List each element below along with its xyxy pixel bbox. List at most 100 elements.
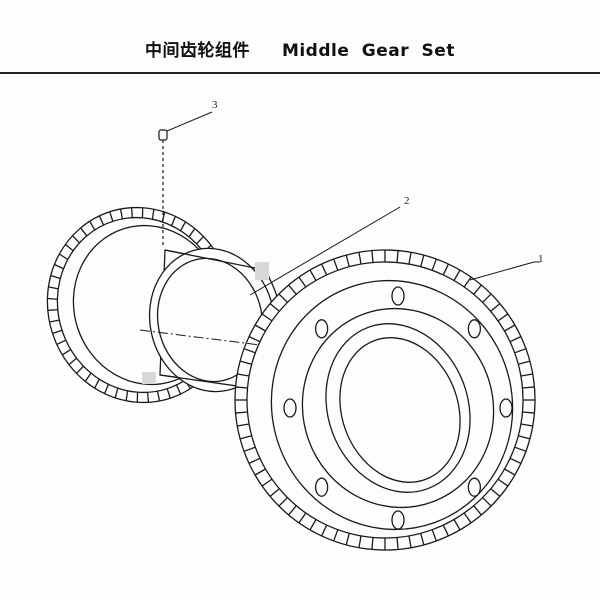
gear-tooth <box>504 324 516 332</box>
gear-tooth <box>473 284 482 295</box>
header-divider <box>0 72 600 74</box>
gear-tooth <box>76 365 84 374</box>
gear-tooth <box>109 211 114 223</box>
gear-tooth <box>151 209 155 220</box>
gear-tooth <box>522 386 535 389</box>
gear-tooth <box>321 524 328 537</box>
gear-tooth <box>104 383 110 394</box>
gear-tooth <box>298 512 307 524</box>
bolt-hole <box>467 477 482 497</box>
gear-tooth <box>47 297 58 300</box>
gear-tooth <box>514 446 527 452</box>
gear-tooth <box>453 269 461 281</box>
gear-tooth <box>114 387 119 399</box>
gear-tooth <box>130 207 134 219</box>
gear-tooth <box>490 303 501 312</box>
gear-tooth <box>94 378 101 389</box>
gear-tooth <box>248 457 261 464</box>
gear-tooth <box>420 254 425 267</box>
gear-tooth <box>442 263 449 276</box>
gear-tooth <box>146 391 150 403</box>
gear-tooth <box>237 423 250 427</box>
gear-tooth <box>119 208 124 220</box>
gear-tooth <box>237 373 250 377</box>
gear-tooth <box>61 348 72 356</box>
callout-3: 3 <box>166 99 218 132</box>
gear-tooth <box>278 497 288 507</box>
gear-tooth <box>358 252 362 265</box>
gear-tooth <box>72 235 81 244</box>
gear-tooth <box>56 339 67 346</box>
large-gear <box>234 249 536 551</box>
gear-tooth <box>396 537 399 550</box>
gear-tooth <box>239 360 252 365</box>
callout-label-1: 1 <box>538 253 544 265</box>
gear-tooth <box>50 274 61 280</box>
gear-tooth <box>497 478 509 487</box>
page-title: 中间齿轮组件 Middle Gear Set <box>0 36 600 61</box>
gear-tooth <box>49 319 60 323</box>
gear-tooth <box>239 435 252 440</box>
gear-tooth <box>371 250 374 263</box>
gear-tooth <box>261 313 273 322</box>
gear-tooth <box>463 276 472 288</box>
gear-tooth <box>288 284 297 295</box>
gear-tooth <box>408 535 412 548</box>
gear-tooth <box>196 236 204 245</box>
gear-tooth <box>473 505 482 516</box>
gear-tooth <box>188 228 196 238</box>
gear-tooth <box>431 258 437 271</box>
gear-tooth <box>345 533 350 546</box>
bolt-hole <box>391 510 405 530</box>
gear-tooth <box>269 488 280 497</box>
gear-tooth <box>345 254 350 267</box>
gear-tooth <box>463 512 472 524</box>
gear-tooth <box>514 348 527 354</box>
gear-tooth <box>156 390 161 402</box>
gear-tooth <box>80 227 88 237</box>
gear-tooth <box>358 535 362 548</box>
gear-tooth <box>518 360 531 365</box>
gear-tooth <box>243 348 256 354</box>
callout-label-2: 2 <box>404 195 410 207</box>
gear-tooth <box>269 303 280 312</box>
center-axis-line <box>139 329 261 346</box>
gear-tooth <box>278 293 288 303</box>
gear-tooth <box>520 373 533 377</box>
gear-tooth <box>166 387 171 399</box>
title-chinese: 中间齿轮组件 <box>145 41 251 61</box>
gear-tooth <box>68 357 78 366</box>
gear-tooth <box>125 390 129 401</box>
gear-tooth <box>89 220 96 231</box>
gear-tooth <box>522 411 535 414</box>
title-english: Middle Gear Set <box>281 41 455 61</box>
gear-tooth <box>48 286 59 290</box>
gear-tooth <box>179 221 186 232</box>
callout-2: 2 <box>249 195 410 296</box>
gear-tooth <box>520 423 533 427</box>
bolt-hole <box>467 319 482 339</box>
gear-tooth <box>497 313 509 322</box>
gear-tooth <box>408 252 412 265</box>
gear-tooth <box>243 446 256 452</box>
bolt <box>158 129 168 246</box>
bolt-hole <box>314 319 329 339</box>
gear-tooth <box>261 478 273 487</box>
gear-tooth <box>453 519 461 531</box>
gear-tooth <box>482 497 492 507</box>
gear-tooth <box>248 336 261 343</box>
gear-tooth <box>490 488 501 497</box>
gear-tooth <box>371 537 374 550</box>
gear-tooth <box>482 293 492 303</box>
gear-tooth <box>235 411 248 414</box>
bolt-hole <box>283 398 297 418</box>
gear-tooth <box>509 336 522 343</box>
gear-tooth <box>333 258 339 271</box>
gear-tooth <box>309 519 317 531</box>
gear-tooth <box>58 253 69 261</box>
gear-tooth <box>509 457 522 464</box>
gear-tooth <box>298 276 307 288</box>
bolt-hole <box>391 286 405 306</box>
gear-tooth <box>309 269 317 281</box>
